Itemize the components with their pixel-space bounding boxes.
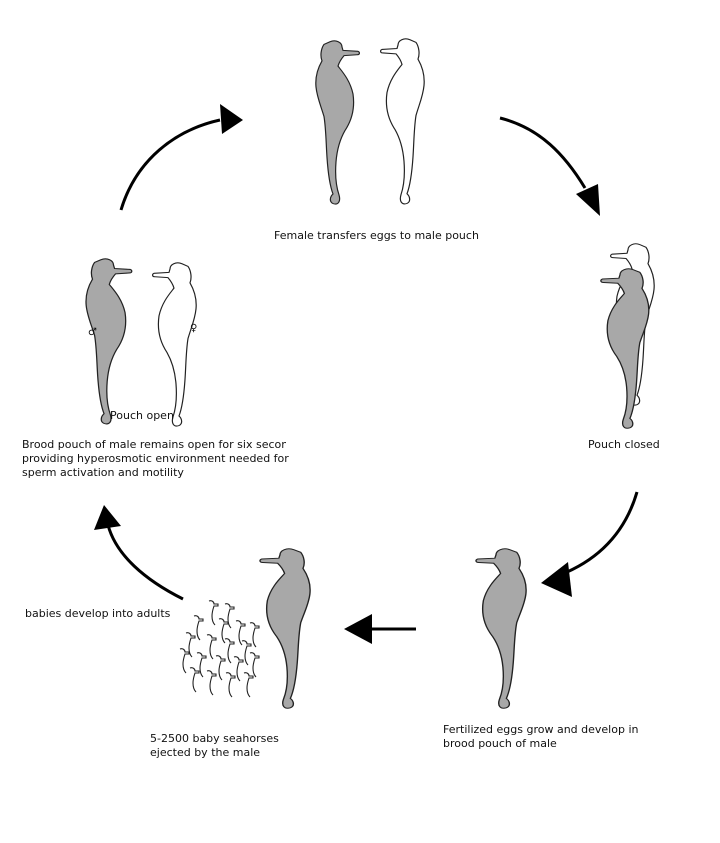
female-seahorse-top [380, 38, 425, 205]
label-brood-pouch-3: sperm activation and motility [22, 466, 184, 479]
arrow-top-to-right [499, 116, 600, 216]
cycle-arrows [94, 104, 639, 644]
label-female-transfers: Female transfers eggs to male pouch [274, 229, 479, 242]
male-seahorse-ejecting [259, 548, 311, 709]
right-pair-seahorses [600, 243, 655, 429]
top-pair-seahorses [315, 38, 425, 205]
label-pouch-open: Pouch open [110, 409, 174, 422]
label-baby-seahorses-1: 5-2500 baby seahorses [150, 732, 279, 745]
female-symbol: ♀ [190, 323, 198, 334]
left-pair-seahorses [85, 258, 197, 427]
pregnant-male-seahorse [475, 548, 527, 709]
arrow-left-to-upper-left [94, 505, 184, 601]
arrow-upper-left-to-top [119, 104, 243, 211]
male-symbol: ♂ [88, 327, 97, 338]
label-brood-pouch-2: providing hyperosmotic environment neede… [22, 452, 289, 465]
label-fertilized-eggs-2: brood pouch of male [443, 737, 557, 750]
male-seahorse-left [85, 258, 133, 425]
arrow-bottom-to-left [344, 614, 416, 644]
arrow-right-to-bottom [541, 491, 639, 597]
male-seahorse-top [315, 40, 360, 205]
label-fertilized-eggs-1: Fertilized eggs grow and develop in [443, 723, 639, 736]
baby-seahorses [179, 600, 260, 698]
label-babies-develop: babies develop into adults [25, 607, 171, 620]
label-baby-seahorses-2: ejected by the male [150, 746, 261, 759]
label-pouch-closed: Pouch closed [588, 438, 660, 451]
female-seahorse-left [152, 262, 197, 427]
label-brood-pouch-1: Brood pouch of male remains open for six… [22, 438, 286, 451]
